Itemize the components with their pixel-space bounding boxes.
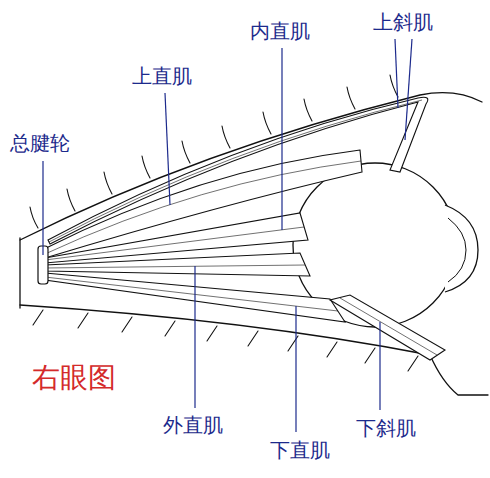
hatch bbox=[122, 317, 132, 332]
lash bbox=[30, 207, 38, 228]
leader-line bbox=[405, 39, 412, 140]
lash bbox=[67, 189, 75, 211]
muscle-label: 上斜肌 bbox=[373, 11, 433, 33]
leader-line bbox=[379, 322, 380, 410]
lash bbox=[347, 87, 355, 109]
lash bbox=[182, 141, 190, 163]
leader-line bbox=[42, 161, 43, 255]
orbit-apex bbox=[19, 238, 20, 308]
lash bbox=[304, 99, 312, 121]
hatch bbox=[327, 342, 337, 357]
leader-line bbox=[281, 48, 282, 230]
lash bbox=[222, 126, 230, 148]
lash bbox=[104, 172, 112, 194]
muscle-label: 下直肌 bbox=[270, 439, 330, 461]
hatch bbox=[248, 331, 258, 346]
lash bbox=[263, 112, 271, 134]
superior-oblique bbox=[48, 97, 428, 244]
leader-line bbox=[295, 306, 296, 432]
orbit-outline bbox=[20, 93, 488, 395]
fibre bbox=[45, 227, 304, 260]
lash bbox=[142, 156, 150, 178]
leader-line bbox=[395, 39, 398, 108]
hatch bbox=[33, 310, 43, 325]
hatch bbox=[207, 326, 217, 341]
fibre bbox=[45, 277, 338, 311]
muscle-label: 外直肌 bbox=[163, 414, 223, 436]
hatch bbox=[78, 313, 88, 328]
cornea bbox=[445, 205, 478, 292]
fibre bbox=[49, 100, 422, 242]
lateral-rectus bbox=[45, 253, 310, 276]
leader-line bbox=[194, 266, 195, 408]
hatch bbox=[408, 356, 418, 371]
muscles bbox=[42, 97, 445, 360]
iris-edge bbox=[448, 218, 466, 282]
figure-caption: 右眼图 bbox=[32, 363, 116, 394]
superior-rectus bbox=[42, 150, 362, 258]
muscle-fibres bbox=[45, 100, 437, 355]
inferior-oblique bbox=[330, 295, 445, 360]
muscle-label: 总腱轮 bbox=[10, 132, 70, 154]
leader-line bbox=[165, 93, 170, 205]
fibre bbox=[340, 298, 437, 355]
muscle-label: 上直肌 bbox=[132, 65, 192, 87]
fibre bbox=[45, 265, 305, 268]
hatch bbox=[165, 321, 175, 336]
muscle-label: 下斜肌 bbox=[356, 417, 416, 439]
hatch bbox=[365, 348, 375, 363]
muscle-label: 内直肌 bbox=[250, 20, 310, 42]
